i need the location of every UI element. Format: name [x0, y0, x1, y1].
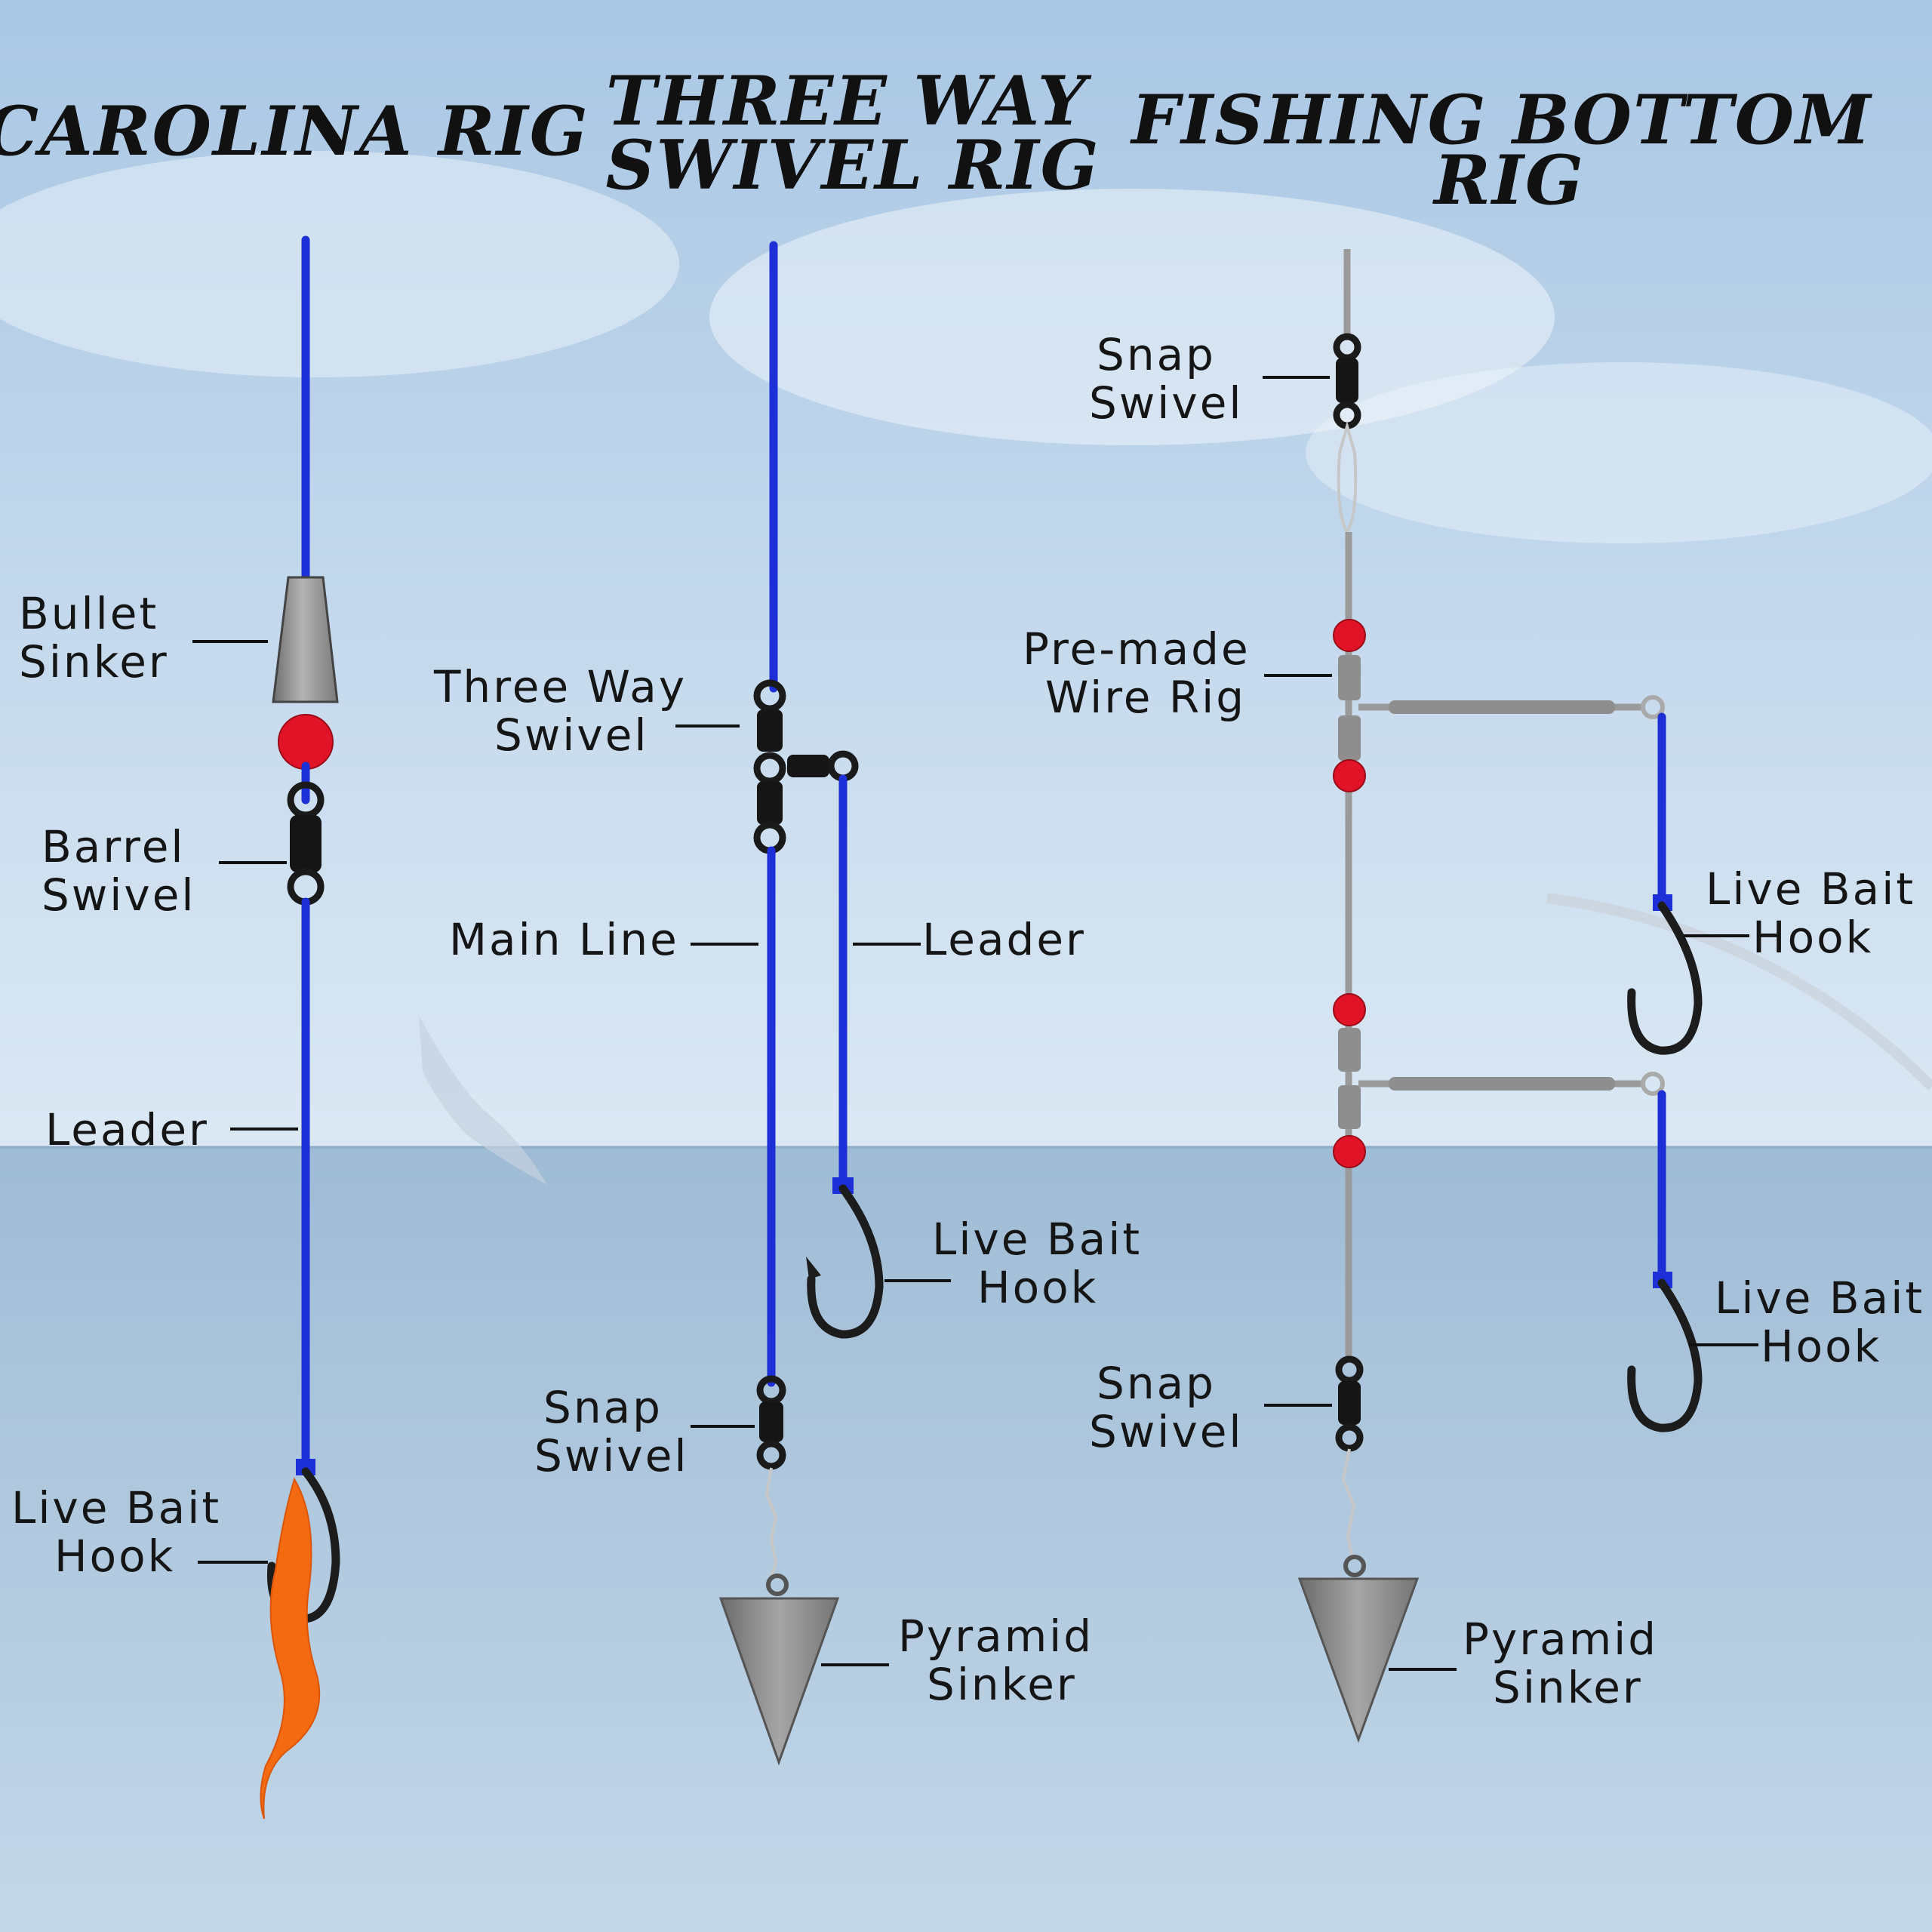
arm-eye: [1641, 1072, 1665, 1096]
label-three-way-swivel-line2: Swivel: [494, 709, 649, 761]
sinker-wire: [764, 1467, 778, 1578]
crimp-sleeve: [1338, 655, 1361, 700]
label-three-way-leader: Leader: [922, 914, 1086, 965]
barrel-swivel: [287, 781, 325, 906]
bullet-sinker: [272, 576, 339, 703]
pyramid-sinker: [718, 1597, 840, 1766]
label-bottom-snap-swivel-bottom-line1: Snap: [1097, 1358, 1216, 1409]
crimp-sleeve: [1338, 1028, 1361, 1072]
label-bottom-pyramid-line2: Sinker: [1493, 1662, 1643, 1713]
label-three-way-hook-line1: Live Bait: [932, 1214, 1142, 1265]
live-bait-hook-lower: [1627, 1278, 1703, 1432]
crimp-sleeve: [1338, 715, 1361, 761]
carolina-rig: [260, 235, 340, 1820]
pyramid-sinker: [1297, 1577, 1420, 1743]
label-three-way-snap-swivel-line2: Swivel: [534, 1430, 689, 1481]
label-bottom-hook-lower-line2: Hook: [1761, 1321, 1881, 1372]
label-pre-made-wire-rig-line1: Pre-made: [1023, 623, 1251, 675]
label-bottom-hook-upper-line2: Hook: [1752, 912, 1873, 963]
label-bottom-hook-upper-line1: Live Bait: [1706, 863, 1915, 915]
bead: [1333, 993, 1366, 1026]
label-barrel-swivel-line2: Swivel: [42, 869, 196, 921]
cloud: [1306, 362, 1932, 543]
cloud: [0, 151, 679, 377]
snap-swivel: [756, 1375, 786, 1470]
fishing-rod-silhouette: [1546, 893, 1932, 1091]
label-bottom-hook-lower-line1: Live Bait: [1715, 1272, 1924, 1324]
three-way-swivel: [753, 679, 859, 854]
bottom-rig-title-line2: RIG: [1432, 140, 1585, 220]
bottom-rig-title-line1: FISHING BOTTOM: [1129, 80, 1872, 160]
bead: [1333, 759, 1366, 792]
bead: [1333, 619, 1366, 652]
label-three-way-swivel-line1: Three Way: [433, 661, 687, 712]
label-carolina-leader: Leader: [45, 1104, 209, 1155]
arm-sleeve: [1389, 1077, 1615, 1091]
sinker-wire: [1341, 1448, 1356, 1559]
label-bullet-sinker-line1: Bullet: [19, 588, 158, 639]
label-main-line: Main Line: [449, 914, 679, 965]
label-carolina-hook-line2: Hook: [54, 1531, 175, 1582]
carolina-rig-title: CAROLINA RIG: [0, 91, 589, 171]
label-three-way-snap-swivel-line1: Snap: [543, 1382, 663, 1433]
live-bait-hook-upper: [1627, 901, 1703, 1055]
bead: [278, 714, 334, 770]
soft-plastic-lure: [260, 1477, 321, 1820]
label-bottom-snap-swivel-bottom-line2: Swivel: [1089, 1406, 1244, 1457]
label-bullet-sinker-line2: Sinker: [19, 636, 169, 688]
arm-eye: [1641, 695, 1665, 719]
snap-swivel-bottom: [1335, 1355, 1364, 1452]
live-bait-hook: [807, 1184, 884, 1339]
three-way-rig-title-line1: THREE WAY: [606, 61, 1092, 141]
three-way-rig-title-line2: SWIVEL RIG: [606, 125, 1100, 205]
label-pre-made-wire-rig-line2: Wire Rig: [1045, 672, 1246, 723]
label-carolina-hook-line1: Live Bait: [11, 1482, 221, 1534]
label-bottom-pyramid-line1: Pyramid: [1463, 1614, 1658, 1665]
label-three-way-hook-line2: Hook: [977, 1262, 1098, 1313]
label-barrel-swivel-line1: Barrel: [42, 821, 186, 872]
hook-barb: [806, 1257, 821, 1279]
sinker-eye: [766, 1574, 789, 1596]
arm-sleeve: [1389, 700, 1615, 714]
titles: CAROLINA RIG THREE WAY SWIVEL RIG FISHIN…: [0, 61, 1872, 220]
label-three-way-pyramid-line1: Pyramid: [898, 1611, 1094, 1662]
labels: Bullet Sinker Barrel Swivel Leader Live …: [11, 329, 1924, 1713]
fishing-bottom-rig: [1297, 249, 1703, 1743]
marlin-silhouette: [419, 1015, 547, 1185]
label-bottom-snap-swivel-top-line1: Snap: [1097, 329, 1216, 380]
label-bottom-snap-swivel-top-line2: Swivel: [1089, 377, 1244, 429]
label-three-way-pyramid-line2: Sinker: [927, 1659, 1077, 1710]
crimp-sleeve: [1338, 1085, 1361, 1129]
sinker-eye: [1343, 1555, 1366, 1577]
three-way-swivel-rig: [718, 241, 884, 1766]
bead: [1333, 1135, 1366, 1168]
sea: [0, 1147, 1932, 1932]
